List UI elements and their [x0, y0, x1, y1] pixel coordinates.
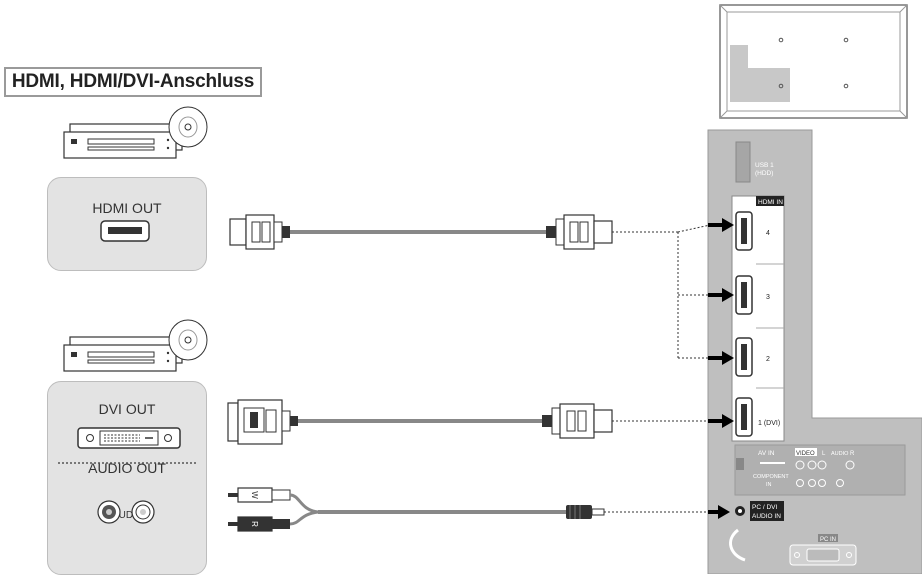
usb-label-2: (HDD) [755, 170, 773, 177]
pc-in-label: PC IN [820, 537, 836, 543]
pc-dvi-audio-label-1: PC / DVI [752, 504, 777, 511]
pc-dvi-audio-label-2: AUDIO IN [752, 513, 781, 520]
pc-in-port [789, 544, 857, 566]
dvi-out-port-icon [77, 427, 181, 449]
hdmi-port-2: 2 [735, 337, 770, 377]
hdmi-out-label: HDMI OUT [92, 200, 162, 216]
arrow-to-hdmi-2 [708, 351, 734, 365]
hdmi-port-2-label: 2 [766, 356, 770, 363]
pc-dvi-audio-in-port: PC / DVI AUDIO IN [735, 501, 784, 521]
component-in-label-2: IN [766, 482, 772, 488]
usb-label-1: USB 1 [755, 162, 774, 169]
audio-out-jacks-icon [97, 500, 155, 524]
audio-l-label: L [822, 451, 826, 457]
arrow-to-hdmi-4 [708, 218, 734, 232]
player-device-bottom [63, 319, 208, 372]
audio-r-label: R [850, 451, 855, 457]
plug-letter-w: W [250, 491, 259, 499]
audio-cable: W R [228, 487, 605, 532]
hdmi-out-port-icon [100, 220, 150, 242]
arrow-to-hdmi-1 [708, 414, 734, 428]
video-label: VIDEO [796, 451, 815, 457]
hdmi-port-3: 3 [735, 275, 770, 315]
dvi-hdmi-cable [227, 399, 613, 445]
tv-connection-panel: USB 1 (HDD) HDMI IN 4 3 2 1 (DVI) [707, 129, 922, 574]
tv-back-outline [719, 4, 908, 119]
hdmi-port-3-label: 3 [766, 294, 770, 301]
connection-lines [604, 224, 711, 513]
hdmi-port-4: 4 [735, 211, 770, 251]
hdmi-port-1-label: 1 (DVI) [758, 420, 780, 427]
av-in-label: AV IN [758, 450, 775, 457]
audio-out-label: AUDIO OUT [88, 460, 166, 476]
arrow-to-hdmi-3 [708, 288, 734, 302]
audio-channels-label: R-AUDIO-L [101, 510, 153, 521]
plug-letter-r: R [250, 521, 259, 527]
dvi-audio-out-panel: DVI OUT AUDIO OUT R-AUDIO-L [47, 381, 207, 575]
audio-label: AUDIO [831, 451, 849, 457]
section-title: HDMI, HDMI/DVI-Anschluss [4, 67, 262, 97]
hdmi-port-1-dvi: 1 (DVI) [735, 397, 780, 437]
hdmi-out-panel: HDMI OUT [47, 177, 207, 271]
player-device-top [63, 106, 208, 159]
arrow-to-audio-in [708, 505, 730, 519]
dvi-out-label: DVI OUT [98, 401, 156, 417]
component-in-label-1: COMPONENT [753, 474, 789, 480]
hdmi-in-header: HDMI IN [758, 199, 783, 206]
hdmi-port-4-label: 4 [766, 230, 770, 237]
hdmi-cable [229, 214, 613, 250]
